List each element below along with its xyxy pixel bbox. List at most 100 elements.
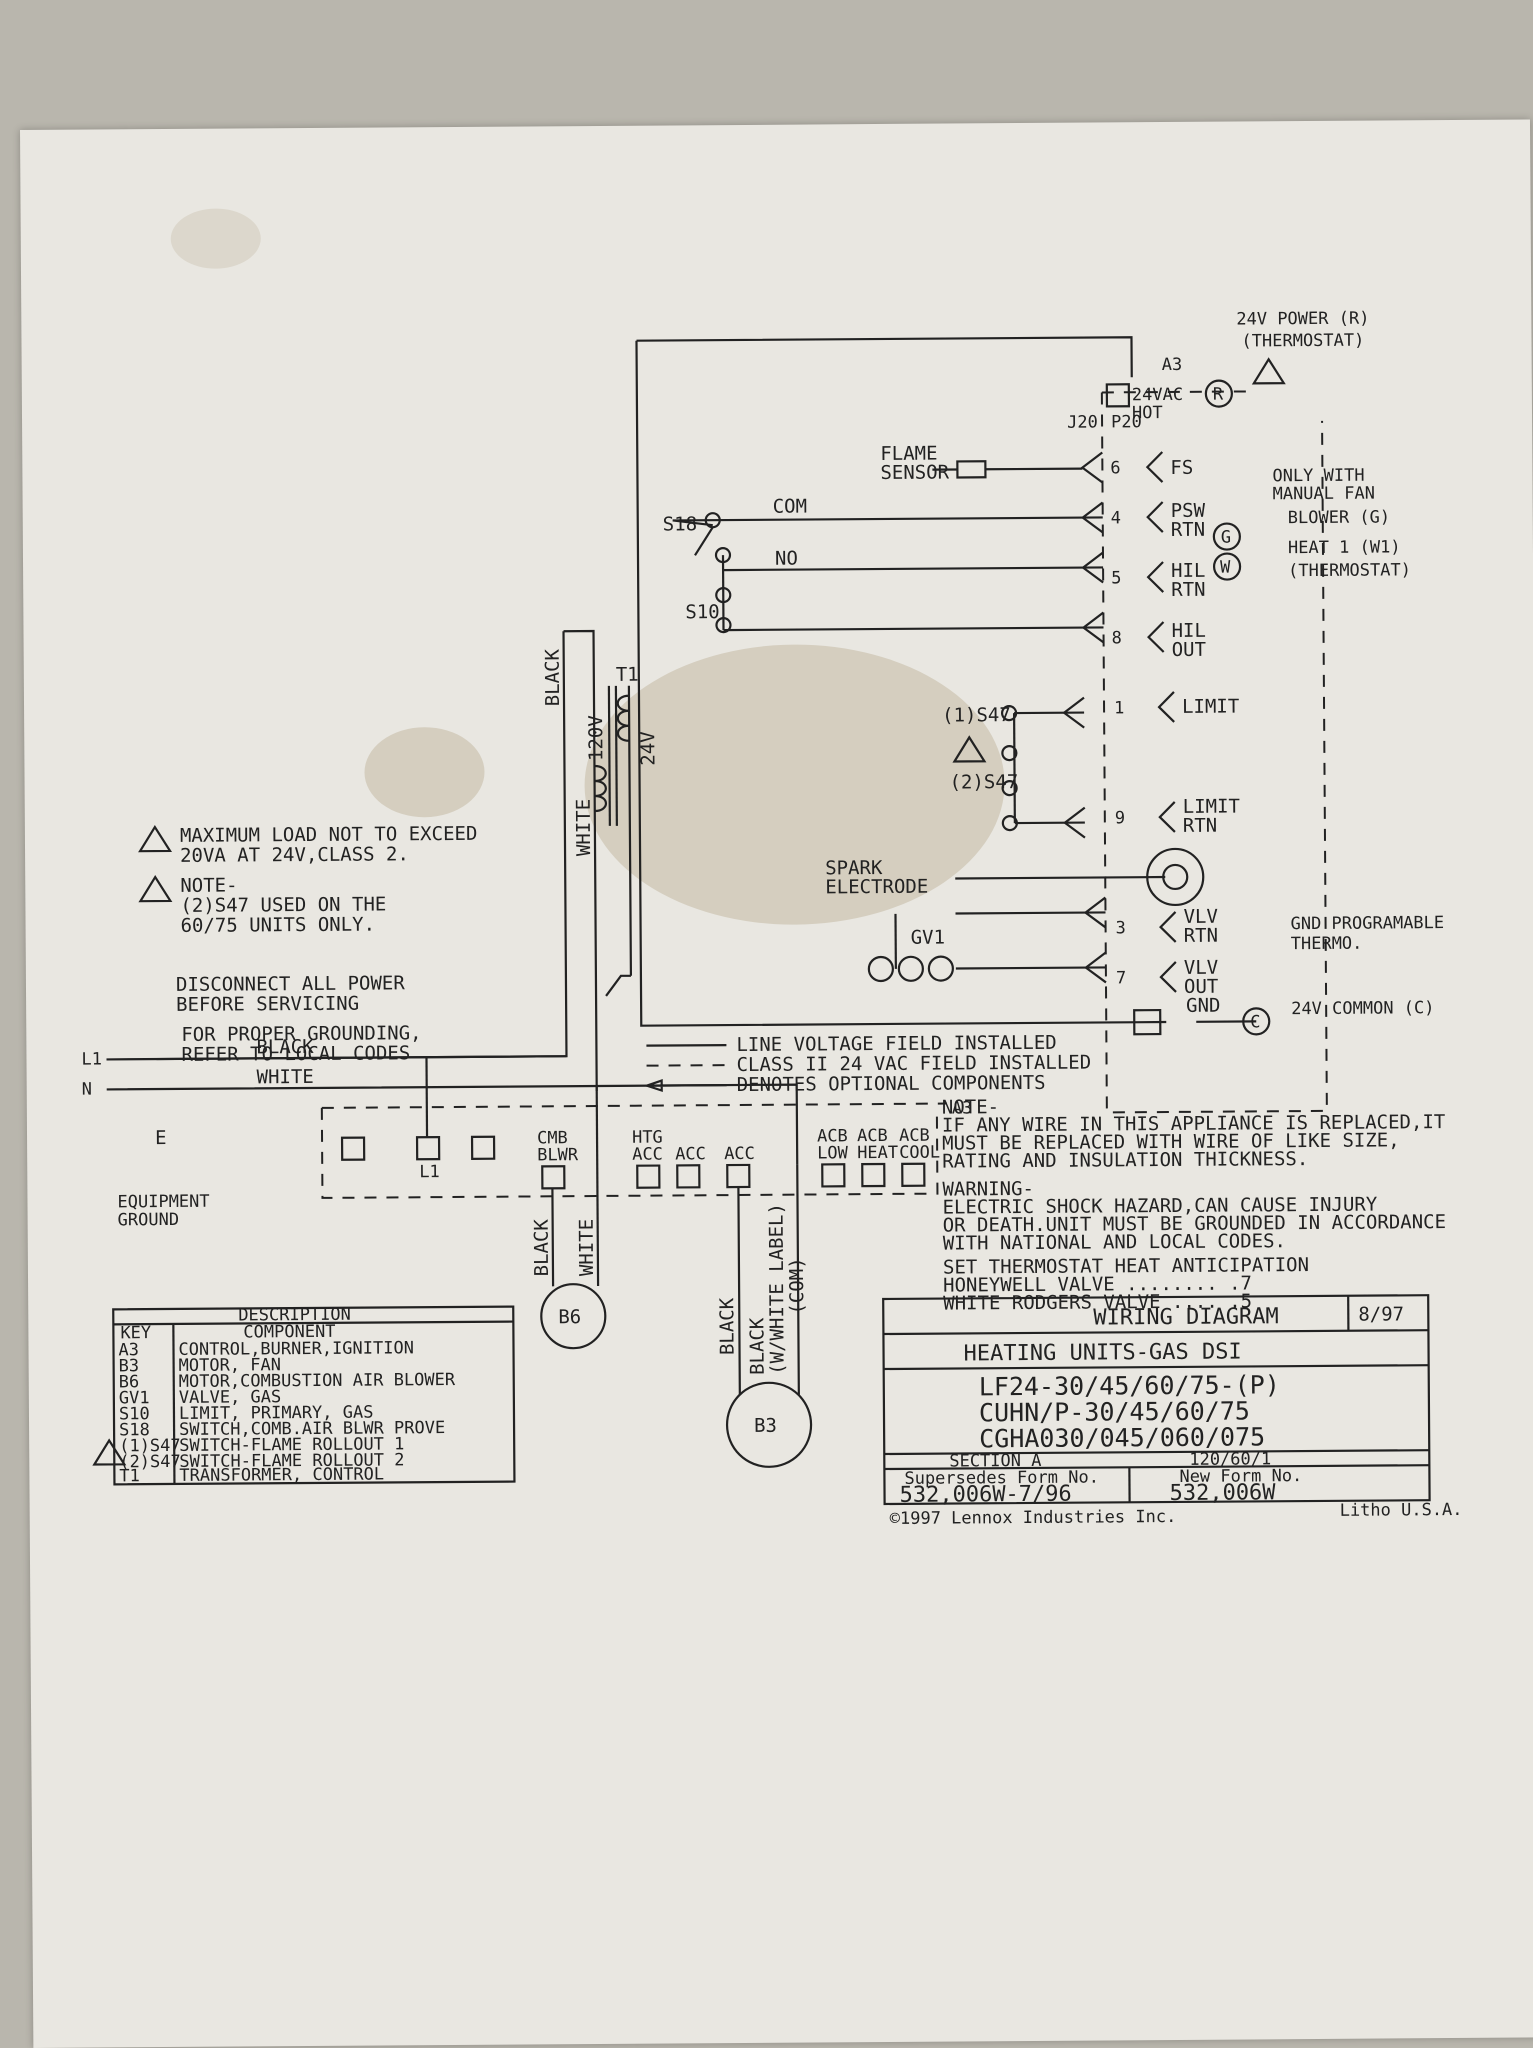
key-row-key: (1)S47 [119, 1436, 181, 1456]
pin-4-label-2: RTN [1171, 519, 1205, 541]
b3-com-wire-label-2: (W/WHITE LABEL) [766, 1203, 789, 1375]
max-load-note: MAXIMUM LOAD NOT TO EXCEED [180, 823, 478, 847]
equipment-ground-label: EQUIPMENT [117, 1192, 209, 1213]
flame-sensor-label: FLAME [880, 443, 937, 465]
key-table-col-component: COMPONENT [243, 1322, 335, 1343]
a3-top-label: A3 [1162, 355, 1183, 375]
s18-label: S18 [663, 513, 697, 535]
l1-label: L1 [81, 1049, 102, 1069]
equipment-ground-e: E [155, 1127, 167, 1149]
acb-heat-label: ACB [857, 1126, 888, 1146]
warning-note-2: ELECTRIC SHOCK HAZARD,CAN CAUSE INJURY [942, 1194, 1377, 1219]
key-table-grid [112, 1305, 516, 1486]
equipment-ground-label-2: GROUND [118, 1210, 180, 1230]
grounding-note-2: REFER TO LOCAL CODES [181, 1042, 410, 1066]
l1-box-label: L1 [419, 1162, 440, 1182]
model-line-2: CUHN/P-30/45/60/75 [979, 1396, 1250, 1427]
24v-label: 24V [637, 731, 659, 765]
key-row-component: MOTOR, FAN [179, 1355, 281, 1376]
pin-4-number: 4 [1111, 508, 1121, 528]
s47-2-label: (2)S47 [950, 771, 1019, 793]
j20-label: J20 [1067, 412, 1098, 432]
gnd-programable-label-2: THERMO. [1291, 934, 1363, 954]
key-row-key: S10 [119, 1404, 150, 1424]
pin-9-label-2: RTN [1183, 815, 1217, 837]
pin-9-label: LIMIT [1183, 795, 1240, 817]
key-row-key: A3 [118, 1340, 139, 1360]
com-label: COM [773, 496, 807, 518]
black-transformer-label: BLACK [542, 648, 564, 706]
diagram-date: 8/97 [1358, 1303, 1404, 1325]
pin-7-number: 7 [1116, 968, 1126, 988]
s10-label: S10 [685, 601, 719, 623]
pin-7-label-2: OUT [1184, 976, 1218, 998]
acb-low-label: ACB [817, 1126, 848, 1146]
spark-electrode-label: SPARK [825, 857, 883, 879]
blower-g-label: BLOWER (G) [1288, 507, 1390, 528]
key-row-component: VALVE, GAS [179, 1387, 281, 1408]
connector-chevrons [1062, 451, 1177, 993]
wire-note-3: MUST BE REPLACED WITH WIRE OF LIKE SIZE, [942, 1129, 1400, 1154]
new-form-label: New Form No. [1179, 1466, 1302, 1487]
acb-cool-label: ACB [899, 1126, 930, 1146]
disconnect-note-2: BEFORE SERVICING [176, 993, 359, 1016]
anticipation-note-2: HONEYWELL VALVE ........ .7 [943, 1272, 1252, 1296]
c-terminal: C [1250, 1012, 1260, 1032]
acb-heat-label-2: HEAT [857, 1143, 898, 1163]
supersedes-label: Supersedes Form No. [904, 1468, 1099, 1489]
s47-note-3: 60/75 UNITS ONLY. [180, 914, 375, 937]
pin-5-number: 5 [1111, 568, 1121, 588]
b3-com-wire-label-3: (COM) [786, 1257, 808, 1314]
heat-w1-label: HEAT 1 (W1) [1288, 537, 1401, 558]
pin-3-number: 3 [1116, 918, 1126, 938]
r-terminal: R [1213, 385, 1224, 405]
htg-acc-label-2: ACC [632, 1145, 663, 1165]
pin-5-label-2: RTN [1171, 579, 1205, 601]
a3-box-label: A3 [952, 1098, 973, 1118]
legend-lines [643, 1043, 727, 1093]
pin-5-label: HIL [1171, 560, 1205, 582]
key-table-col-key: KEY [120, 1323, 151, 1343]
key-table-header: DESCRIPTION [238, 1305, 351, 1326]
warning-note-3: OR DEATH.UNIT MUST BE GROUNDED IN ACCORD… [943, 1211, 1446, 1237]
wiring-schematic: 24V POWER (R) (THERMOSTAT) A3 24VAC HOT … [81, 309, 1462, 1529]
acb-cool-label-2: COOL [899, 1143, 940, 1163]
key-row-key: T1 [119, 1466, 140, 1486]
s47-note: NOTE- [180, 875, 237, 897]
copyright: ©1997 Lennox Industries Inc. [890, 1507, 1177, 1529]
wire-note-4: RATING AND INSULATION THICKNESS. [942, 1148, 1308, 1173]
p20-label: P20 [1111, 412, 1142, 432]
black-line-label: BLACK [256, 1036, 314, 1058]
legend-class2: CLASS II 24 VAC FIELD INSTALLED [736, 1052, 1091, 1076]
black-b3-wire-label: BLACK [716, 1297, 738, 1355]
legend-line-voltage: LINE VOLTAGE FIELD INSTALLED [736, 1032, 1056, 1056]
supersedes-form: 532,006W-7/96 [899, 1482, 1071, 1508]
wire-note-2: IF ANY WIRE IN THIS APPLIANCE IS REPLACE… [942, 1111, 1445, 1137]
max-load-note-2: 20VA AT 24V,CLASS 2. [180, 843, 409, 867]
white-b6-wire-label: WHITE [576, 1219, 598, 1276]
flame-sensor-label-2: SENSOR [880, 462, 949, 484]
vac-hot-label: 24VAC [1132, 385, 1183, 405]
thermostat-top-label: (THERMOSTAT) [1241, 331, 1364, 352]
model-line-3: CGHA030/045/060/075 [979, 1422, 1265, 1453]
pin-3-label-2: RTN [1184, 925, 1218, 947]
pin-7-label: VLV [1184, 957, 1218, 979]
pin-9-number: 9 [1115, 808, 1125, 828]
white-transformer-label: WHITE [573, 799, 595, 856]
cmb-blwr-label-2: BLWR [537, 1145, 579, 1165]
wire-note: NOTE- [942, 1096, 999, 1118]
new-form-number: 532,006W [1169, 1480, 1276, 1506]
gnd-label: GND [1186, 995, 1220, 1017]
key-row-key: B6 [119, 1372, 140, 1392]
line-power [106, 1055, 947, 1468]
key-row-key: S18 [119, 1420, 150, 1440]
legend-optional: DENOTES OPTIONAL COMPONENTS [737, 1072, 1046, 1096]
pin-4-label: PSW [1171, 500, 1206, 522]
pin-1-number: 1 [1114, 698, 1124, 718]
pin-8-number: 8 [1112, 628, 1122, 648]
key-row-component: LIMIT, PRIMARY, GAS [179, 1403, 374, 1424]
b3-label: B3 [754, 1415, 777, 1437]
thermostat-label: (THERMOSTAT) [1288, 560, 1411, 581]
white-line-label: WHITE [257, 1066, 314, 1088]
manual-fan-note: ONLY WITH [1272, 466, 1364, 487]
